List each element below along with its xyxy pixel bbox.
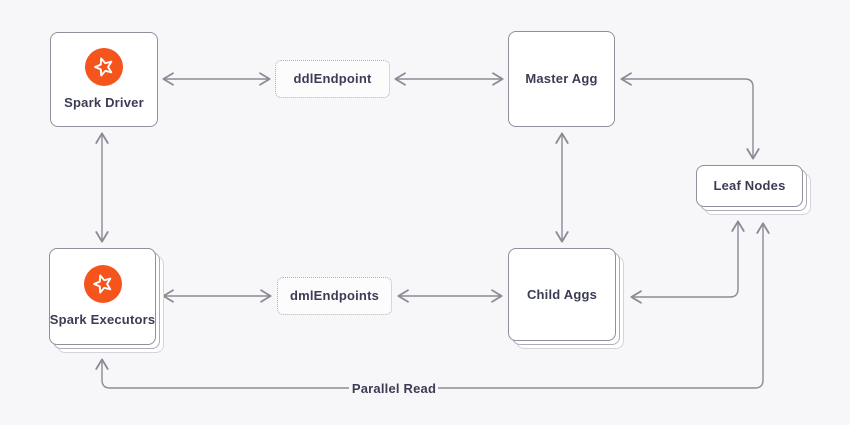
arrow-child-aggs-leaf-nodes — [630, 220, 745, 304]
node-dml-endpoints: dmlEndpoints — [277, 277, 392, 315]
dml-endpoints-label: dmlEndpoints — [289, 288, 380, 304]
leaf-nodes-label: Leaf Nodes — [713, 178, 786, 194]
star-badge-icon — [83, 265, 122, 304]
child-aggs-label: Child Aggs — [526, 286, 598, 302]
parallel-read-label: Parallel Read — [351, 381, 437, 396]
node-ddl-endpoint: ddlEndpoint — [275, 60, 390, 98]
node-child-aggs: Child Aggs — [508, 248, 624, 349]
master-agg-label: Master Agg — [525, 71, 598, 87]
arrow-master-agg-leaf-nodes — [620, 72, 760, 160]
star-badge-icon — [85, 48, 123, 87]
node-spark-executors: Spark Executors — [49, 248, 164, 353]
node-leaf-nodes: Leaf Nodes — [696, 165, 811, 215]
spark-executors-label: Spark Executors — [49, 312, 156, 328]
ddl-endpoint-label: ddlEndpoint — [293, 71, 372, 87]
node-spark-driver: Spark Driver — [50, 32, 158, 127]
arrow-parallel-read-left — [95, 358, 349, 389]
arrow-parallel-read-right — [438, 222, 770, 389]
spark-driver-label: Spark Driver — [64, 95, 144, 111]
node-master-agg: Master Agg — [508, 31, 615, 127]
